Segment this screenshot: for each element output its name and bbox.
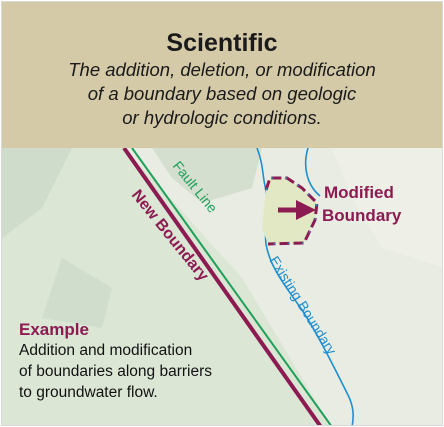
example-text-line: Addition and modification bbox=[19, 342, 193, 359]
terrain-map: New Boundary Fault Line Existing Boundar… bbox=[2, 148, 442, 425]
subtitle-line: The addition, deletion, or modification bbox=[68, 59, 376, 80]
existing-boundary-line bbox=[304, 148, 321, 197]
example-caption: Example Addition and modification of bou… bbox=[19, 320, 212, 403]
fault-line bbox=[131, 148, 332, 425]
new-boundary-line bbox=[122, 148, 323, 425]
forest-patch bbox=[42, 258, 112, 328]
map-svg: New Boundary Fault Line Existing Boundar… bbox=[2, 148, 442, 425]
example-heading: Example bbox=[19, 320, 89, 339]
modified-boundary-label: Boundary bbox=[322, 206, 402, 225]
forest-patch bbox=[152, 148, 262, 203]
valley-terrain bbox=[2, 148, 331, 425]
forest-patch bbox=[2, 148, 72, 238]
hillside-patch bbox=[332, 148, 442, 268]
modified-boundary-overlay bbox=[265, 177, 318, 245]
modified-boundary-label: Modified bbox=[324, 183, 394, 202]
example-text-line: to groundwater flow. bbox=[19, 384, 158, 401]
header-panel: Scientific The addition, deletion, or mo… bbox=[2, 2, 442, 148]
subtitle-line: of a boundary based on geologic bbox=[87, 83, 357, 104]
diagram-title: Scientific bbox=[166, 29, 278, 57]
diagram-subtitle: The addition, deletion, or modification … bbox=[12, 58, 432, 130]
example-text-line: of boundaries along barriers bbox=[19, 363, 213, 380]
subtitle-line: or hydrologic conditions. bbox=[122, 107, 322, 128]
